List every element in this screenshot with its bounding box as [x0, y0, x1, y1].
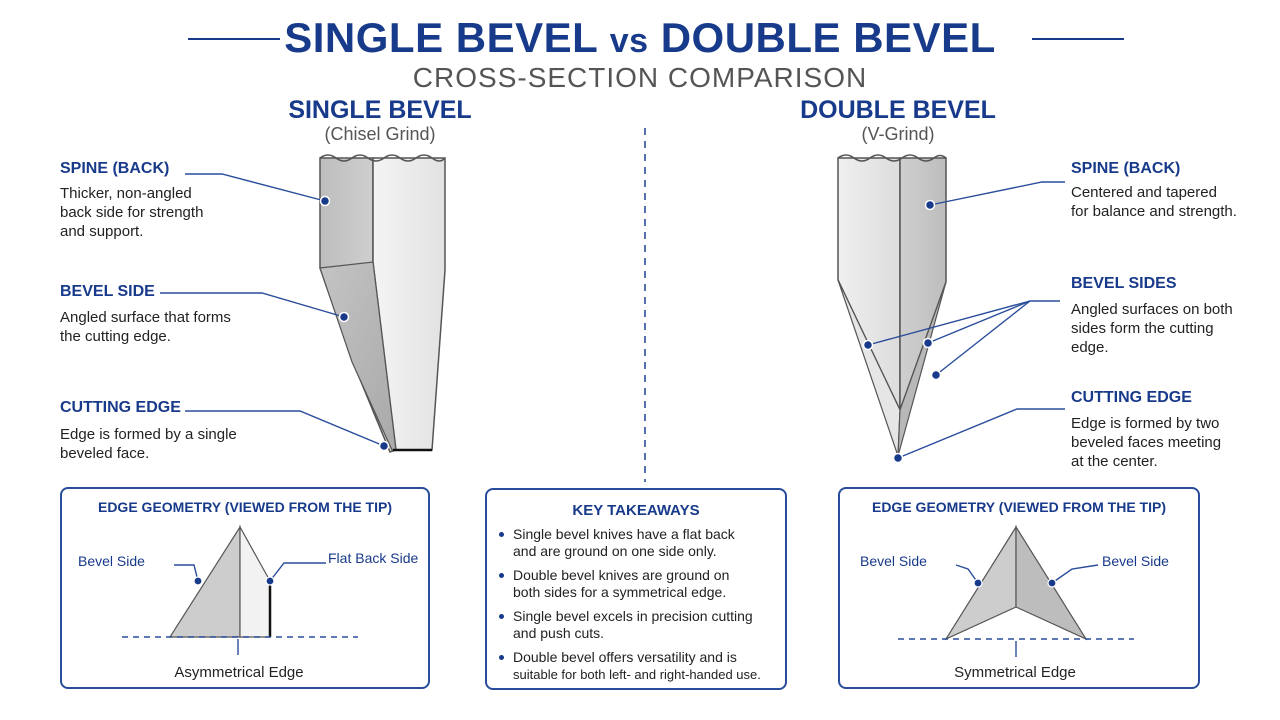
- page-title: SINGLE BEVEL vs DOUBLE BEVEL: [0, 14, 1280, 62]
- list-item: Single bevel excels in precision cutting…: [497, 608, 783, 642]
- bullet-icon: [499, 573, 504, 578]
- text-line: Thicker, non-angled: [60, 185, 192, 202]
- single-geometry-flat-dot: [265, 576, 275, 586]
- text-line: the cutting edge.: [60, 328, 171, 345]
- double-geometry-left-dot: [973, 578, 983, 588]
- double-bevel-blade: [837, 154, 947, 457]
- text-line: for balance and strength.: [1071, 203, 1237, 220]
- single-spine-dot: [319, 195, 331, 207]
- single-geometry-flat-face: [239, 524, 271, 638]
- text-line: Edge is formed by two: [1071, 415, 1220, 432]
- double-bevel-subtitle: (V-Grind): [861, 124, 935, 144]
- double-edge-dot: [892, 452, 904, 464]
- text-line: back side for strength: [60, 204, 204, 221]
- double-geometry-title: EDGE GEOMETRY (VIEWED FROM THE TIP): [871, 499, 1166, 515]
- double-geometry-right-dot: [1047, 578, 1057, 588]
- page-subtitle: CROSS-SECTION COMPARISON: [412, 62, 868, 93]
- text-line: at the center.: [1071, 453, 1158, 470]
- double-right-bevel: [897, 281, 947, 457]
- single-bevel-heading: BEVEL SIDE: [60, 283, 155, 300]
- double-geometry-box: EDGE GEOMETRY (VIEWED FROM THE TIP) Beve…: [838, 487, 1200, 689]
- double-bevel-heading: BEVEL SIDES: [1071, 275, 1177, 292]
- single-leaders: [160, 173, 385, 447]
- text-line: Angled surface that forms: [60, 309, 231, 326]
- text-line: and are ground on one side only.: [513, 543, 717, 559]
- list-item: Double bevel offers versatility and is su…: [497, 649, 783, 683]
- text-line: Single bevel knives have a flat back: [513, 526, 735, 542]
- bullet-icon: [499, 532, 504, 537]
- double-bevel-text: Angled surfaces on both sides form the c…: [1071, 300, 1233, 357]
- title-vs: vs: [609, 22, 649, 60]
- text-line: Angled surfaces on both: [1071, 301, 1233, 318]
- double-geometry-diagram: [898, 524, 1134, 657]
- double-spine-dot: [924, 199, 936, 211]
- single-edge-heading: CUTTING EDGE: [60, 399, 181, 416]
- text-line: Centered and tapered: [1071, 184, 1217, 201]
- bullet-icon: [499, 614, 504, 619]
- double-geometry-caption: Symmetrical Edge: [954, 664, 1076, 681]
- double-leaders: [867, 181, 1065, 459]
- single-bevel-title: SINGLE BEVEL: [288, 96, 472, 124]
- single-geometry-left-label: Bevel Side: [78, 553, 145, 569]
- single-geometry-diagram: [122, 524, 358, 655]
- single-spine-wavy-top: [319, 154, 446, 162]
- double-bevel-title: DOUBLE BEVEL: [800, 96, 996, 124]
- text-line: Double bevel offers versatility and is: [513, 649, 737, 665]
- title-rule-right: [1032, 38, 1124, 40]
- double-edge-text: Edge is formed by two beveled faces meet…: [1071, 414, 1221, 471]
- key-takeaways-title: KEY TAKEAWAYS: [572, 502, 700, 519]
- single-geometry-title: EDGE GEOMETRY (VIEWED FROM THE TIP): [97, 499, 392, 515]
- text-line: and push cuts.: [513, 625, 605, 641]
- double-bevel-dot-center: [922, 337, 934, 349]
- text-line: Single bevel excels in precision cutting: [513, 608, 753, 624]
- double-geometry-right-label: Bevel Side: [1102, 553, 1169, 569]
- text-line: suitable for both left- and right-handed…: [513, 667, 761, 682]
- single-spine-heading: SPINE (BACK): [60, 160, 170, 177]
- title-rule-left: [188, 38, 280, 40]
- double-bevel-dot-right: [930, 369, 942, 381]
- title-single: SINGLE BEVEL: [284, 14, 598, 61]
- double-edge-heading: CUTTING EDGE: [1071, 389, 1192, 406]
- single-edge-dot: [378, 440, 390, 452]
- double-spine-wavy-top: [837, 154, 947, 162]
- text-line: sides form the cutting: [1071, 320, 1214, 337]
- double-spine-heading: SPINE (BACK): [1071, 160, 1181, 177]
- bullet-icon: [499, 655, 504, 660]
- single-geometry-bevel-dot: [193, 576, 203, 586]
- single-bevel-dot: [338, 311, 350, 323]
- double-bevel-dot-left: [862, 339, 874, 351]
- single-bevel-blade: [319, 154, 446, 453]
- text-line: beveled faces meeting: [1071, 434, 1222, 451]
- double-spine-text: Centered and tapered for balance and str…: [1071, 183, 1237, 221]
- single-geometry-right-label: Flat Back Side: [328, 550, 419, 566]
- text-line: edge.: [1071, 339, 1109, 356]
- text-line: Double bevel knives are ground on: [513, 567, 730, 583]
- single-bevel-text: Angled surface that forms the cutting ed…: [60, 308, 231, 346]
- text-line: Edge is formed by a single: [60, 426, 237, 443]
- key-takeaways-box: KEY TAKEAWAYS Single bevel knives have a…: [485, 488, 787, 690]
- single-geometry-box: EDGE GEOMETRY (VIEWED FROM THE TIP) Beve…: [60, 487, 430, 689]
- single-edge-text: Edge is formed by a single beveled face.: [60, 425, 237, 463]
- text-line: both sides for a symmetrical edge.: [513, 584, 727, 600]
- double-geometry-left-label: Bevel Side: [860, 553, 927, 569]
- text-line: and support.: [60, 223, 144, 240]
- single-geometry-caption: Asymmetrical Edge: [174, 664, 304, 681]
- single-spine-text: Thicker, non-angled back side for streng…: [60, 184, 203, 241]
- text-line: beveled face.: [60, 445, 150, 462]
- title-double: DOUBLE BEVEL: [660, 14, 996, 61]
- single-geometry-bevel-face: [168, 524, 241, 638]
- single-bevel-subtitle: (Chisel Grind): [324, 124, 436, 144]
